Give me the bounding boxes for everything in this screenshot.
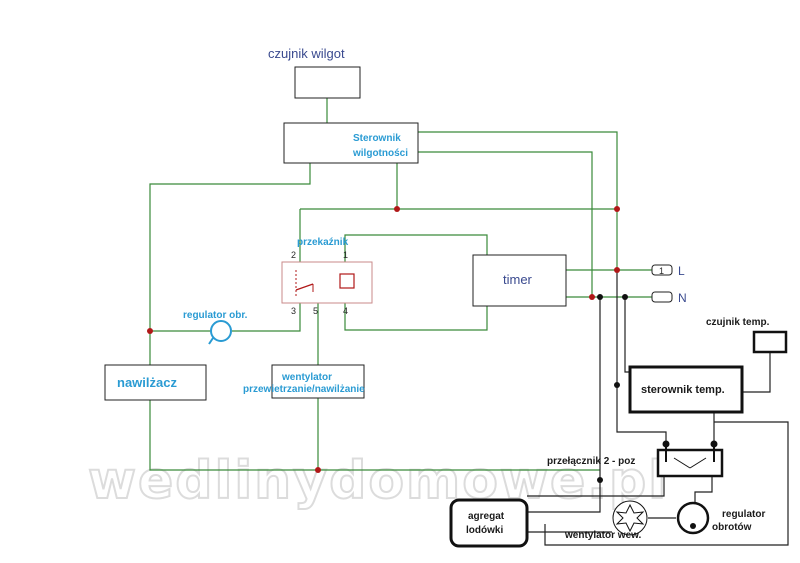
temp-controller-box <box>628 365 744 414</box>
relay-symbol <box>295 270 355 298</box>
junction-dot <box>614 267 620 273</box>
switch-label: przełącznik 2 - poz <box>547 456 635 467</box>
wire-controller-humidifier <box>149 163 311 365</box>
internal-fan-icon <box>612 500 648 536</box>
junction-dot <box>597 477 603 483</box>
internal-fan-star <box>615 503 645 533</box>
humidity-controller-label-2: wilgotności <box>352 148 408 159</box>
wire-switch-fridge <box>527 476 665 497</box>
speed-regulator-bottom-icon <box>676 501 710 535</box>
wire-relay-timer-bottom <box>344 303 488 331</box>
speed-regulator-top-knob <box>208 337 214 345</box>
terminal-L-number: 1 <box>659 266 664 276</box>
junction-dot <box>394 206 400 212</box>
fan-label-1: wentylator <box>281 372 332 383</box>
junction-dot <box>597 294 603 300</box>
wire-sensor-tempctrl <box>742 352 771 393</box>
wire-relay-regulator <box>232 303 301 332</box>
speed-regulator-top-label: regulator obr. <box>183 310 248 321</box>
wire-controller-N <box>418 151 593 297</box>
wire-switch-regulator <box>694 476 713 504</box>
relay-pin-2: 2 <box>291 250 296 260</box>
watermark: wedlinydomowe.pl <box>88 451 668 511</box>
terminal-N-box <box>651 291 673 303</box>
relay-pin-5: 5 <box>313 306 318 316</box>
terminal-L: 1 L <box>651 264 685 278</box>
relay-pin-1: 1 <box>343 250 348 260</box>
humidity-sensor-label: czujnik wilgot <box>268 46 345 61</box>
junction-dot <box>614 206 620 212</box>
humidity-sensor-box <box>294 66 361 99</box>
junction-dot <box>315 467 321 473</box>
fridge-unit-label-1: agregat <box>468 511 505 522</box>
junction-dot <box>710 440 718 448</box>
temp-controller-label: sterownik temp. <box>641 384 725 396</box>
junction-dot <box>589 294 595 300</box>
humidity-controller-label-1: Sterownik <box>353 133 401 144</box>
humidifier-box <box>104 364 207 401</box>
wire-N-fridge <box>527 297 601 513</box>
wire-N-tempctrl <box>624 297 630 373</box>
switch-contacts <box>665 446 715 469</box>
temp-sensor-box <box>752 330 788 354</box>
terminal-L-label: L <box>678 264 685 278</box>
junction-dot <box>622 294 628 300</box>
humidity-controller-box <box>283 122 419 164</box>
switch-blade-right <box>689 457 707 469</box>
speed-regulator-bottom-label-1: regulator <box>722 509 765 520</box>
internal-fan-circle <box>612 500 648 536</box>
relay-box <box>281 261 373 304</box>
wire-bottom-bus <box>149 400 600 471</box>
terminal-N-label: N <box>678 291 687 305</box>
wires <box>149 98 652 471</box>
switch-box <box>656 448 724 478</box>
relay-contact <box>295 283 314 291</box>
terminal-N: N <box>651 291 687 305</box>
wire-return-loop <box>544 421 789 546</box>
relay-label: przekaźnik <box>297 237 349 248</box>
humidifier-label: nawilżacz <box>117 375 177 390</box>
junctions <box>147 206 718 483</box>
wires-power <box>527 270 789 546</box>
fridge-unit-label-2: lodówki <box>466 525 503 536</box>
speed-regulator-top-icon <box>210 320 232 342</box>
relay-pin-4: 4 <box>343 306 348 316</box>
fridge-unit-box <box>449 498 529 548</box>
junction-dot <box>614 382 620 388</box>
fan-box <box>271 364 365 399</box>
junction-dot <box>147 328 153 334</box>
junction-dot <box>662 440 670 448</box>
timer-box <box>472 254 567 307</box>
timer-label: timer <box>503 272 533 287</box>
relay-coil <box>339 273 355 289</box>
switch-blade-left <box>673 457 691 469</box>
speed-regulator-bottom-label-2: obrotów <box>712 522 752 533</box>
relay-pin-3: 3 <box>291 306 296 316</box>
terminal-L-box <box>651 264 673 276</box>
wire-relay-timer-top <box>344 234 488 262</box>
fan-label-2: przewietrzanie/nawilżanie <box>243 384 365 395</box>
temp-sensor-label: czujnik temp. <box>706 317 770 328</box>
internal-fan-label: wentylator wew. <box>564 530 642 541</box>
wire-controller-L <box>418 131 618 270</box>
speed-regulator-bottom-knob <box>690 523 696 529</box>
